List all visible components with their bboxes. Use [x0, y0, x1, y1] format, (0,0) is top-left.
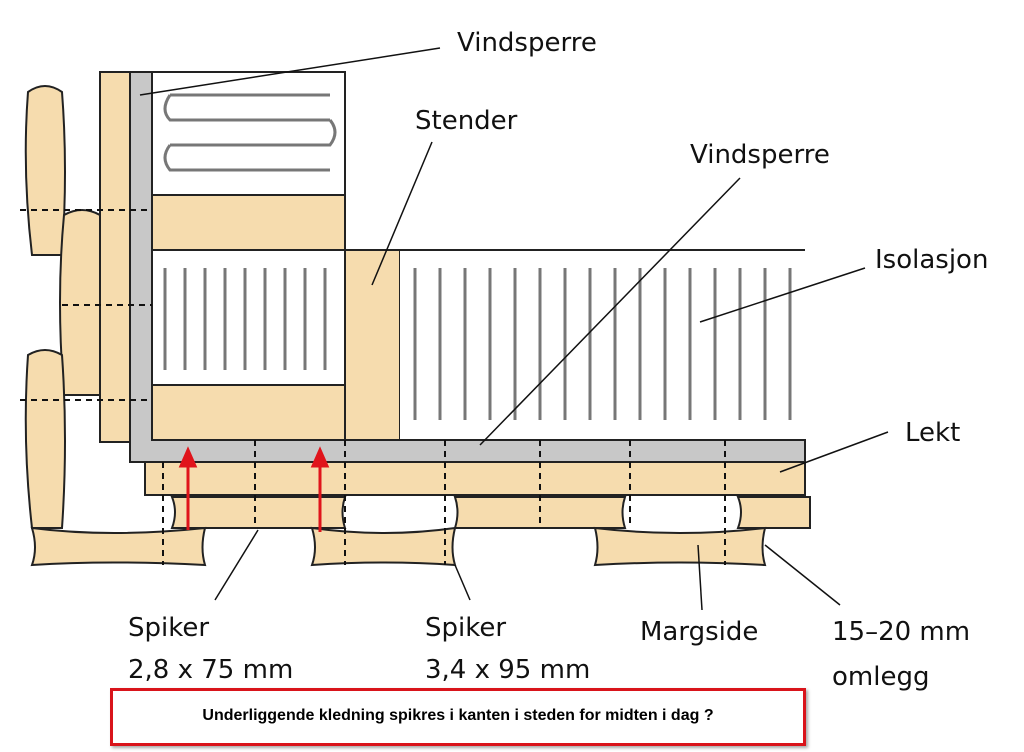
- red-arrows: [178, 446, 330, 532]
- lekt-horizontal: [144, 461, 806, 496]
- wood-plate-upper: [151, 194, 346, 251]
- stender: [344, 249, 401, 441]
- label-spiker-1: Spiker: [128, 613, 210, 643]
- vindsperre-membrane: [129, 71, 806, 463]
- insulation-middle: [151, 249, 346, 386]
- red-arrow-2-head: [310, 446, 330, 468]
- label-spiker-2: Spiker: [425, 613, 507, 643]
- cladding-board: [30, 526, 207, 567]
- label-stender: Stender: [415, 106, 518, 136]
- wood-plate-lower: [151, 384, 346, 441]
- label-vindsperre-mid: Vindsperre: [690, 140, 830, 170]
- label-spiker-2-size: 3,4 x 95 mm: [425, 655, 591, 685]
- red-arrow-1-head: [178, 446, 198, 468]
- caption-box: Underliggende kledning spikres i kanten …: [110, 688, 806, 746]
- cladding-board: [736, 496, 811, 529]
- cladding-board: [453, 496, 627, 529]
- lekt-vertical: [99, 71, 131, 443]
- cladding-board: [310, 526, 457, 567]
- insulation-right: [400, 250, 805, 440]
- cladding-left-2: [59, 209, 101, 396]
- label-margside: Margside: [640, 617, 759, 647]
- label-vindsperre-top: Vindsperre: [457, 28, 597, 58]
- nail-lines: [20, 209, 726, 565]
- label-omlegg: omlegg: [832, 662, 930, 692]
- label-lekt: Lekt: [905, 418, 961, 448]
- label-isolasjon: Isolasjon: [875, 245, 989, 275]
- cladding-board: [593, 526, 767, 567]
- label-spiker-1-size: 2,8 x 75 mm: [128, 655, 294, 685]
- label-omlegg-size: 15–20 mm: [832, 617, 971, 647]
- leader-lines: [139, 47, 889, 611]
- cladding-left-1: [24, 85, 66, 256]
- caption-text: Underliggende kledning spikres i kanten …: [202, 707, 714, 724]
- insulation-upper: [151, 71, 346, 196]
- insulation-pattern: [163, 93, 792, 420]
- cladding-left-3: [24, 349, 66, 529]
